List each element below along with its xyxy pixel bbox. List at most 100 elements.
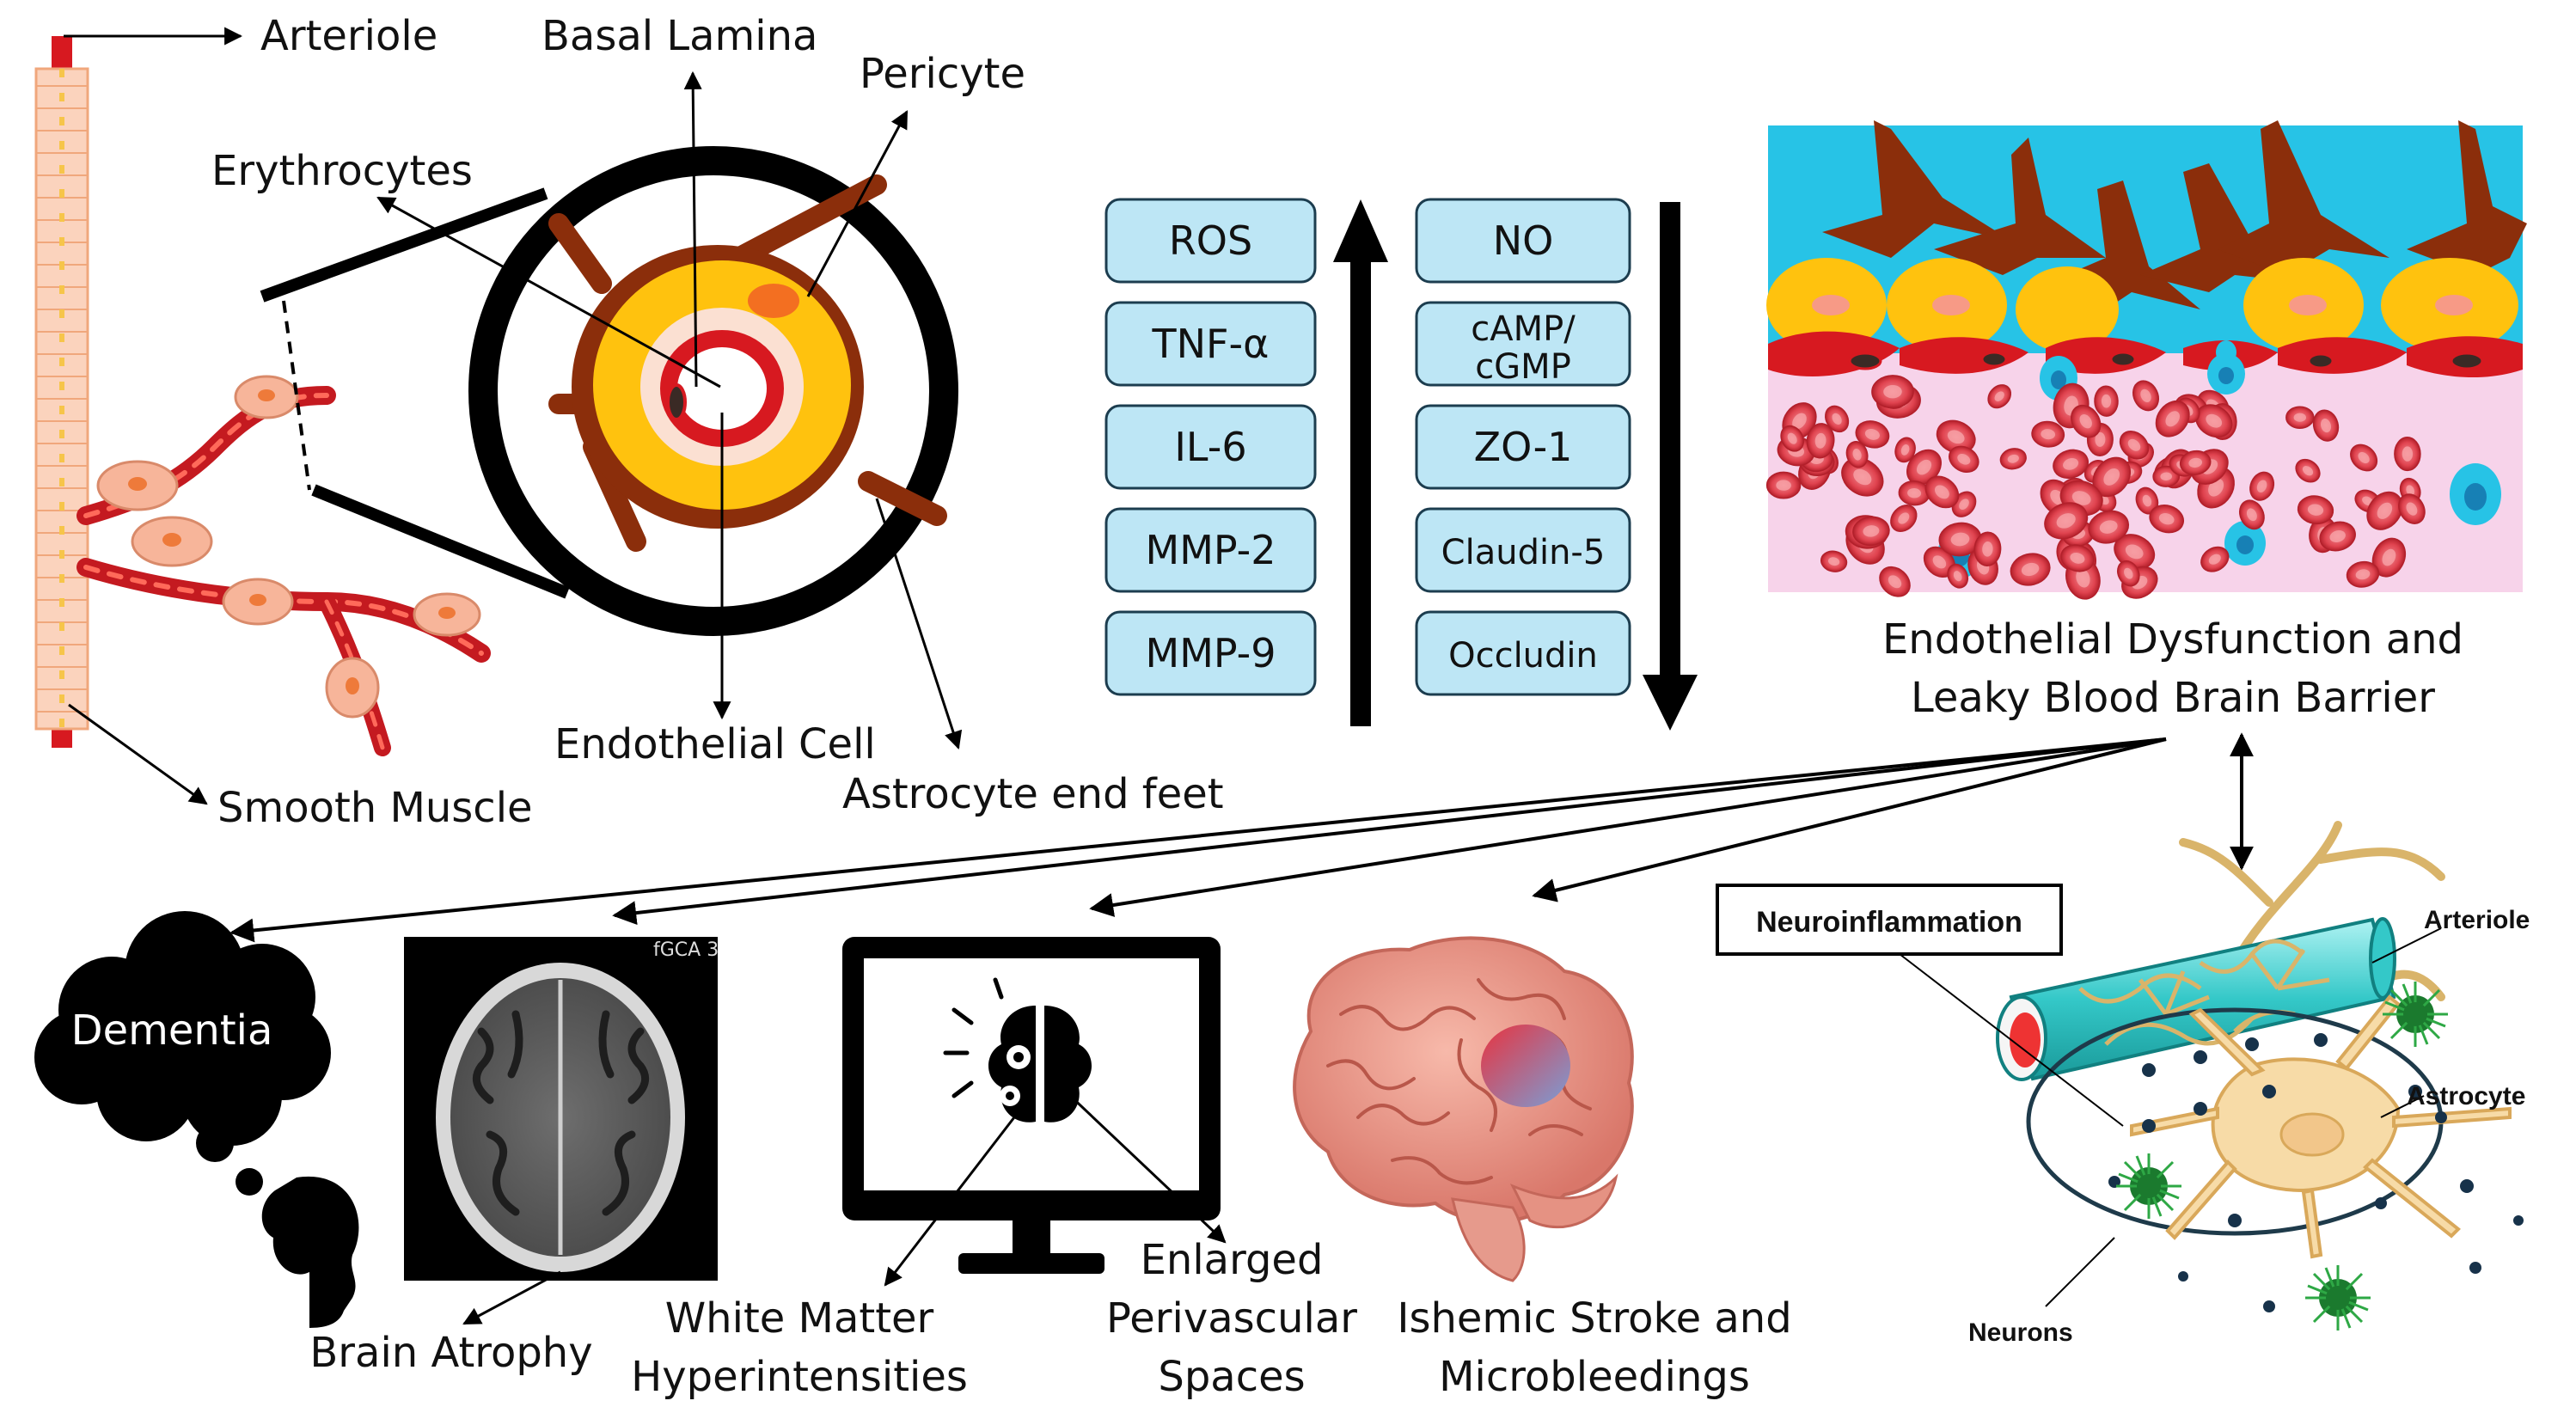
epvs-label-line2: Perivascular xyxy=(1106,1294,1357,1343)
increased-marker-label: IL-6 xyxy=(1174,424,1246,470)
bbb-caption-line2: Leaky Blood Brain Barrier xyxy=(1911,674,2435,722)
neuro-astrocyte-label: Astrocyte xyxy=(2407,1082,2525,1110)
decreased-marker-box: ZO-1 xyxy=(1415,404,1631,490)
erythrocyte xyxy=(2179,450,2212,475)
pericytes-on-capillaries xyxy=(96,375,481,719)
erythrocyte xyxy=(2366,491,2403,530)
erythrocyte xyxy=(2346,560,2380,588)
wmh-label-line1: White Matter xyxy=(665,1294,934,1343)
increased-marker-box: TNF-α xyxy=(1104,301,1317,387)
erythrocyte xyxy=(2119,431,2150,460)
label-endothelial-cell: Endothelial Cell xyxy=(554,720,876,768)
erythrocyte xyxy=(1879,566,1911,597)
leaky-bbb-illustration: Endothelial Dysfunction and Leaky Blood … xyxy=(1765,120,2527,722)
erythrocyte xyxy=(2371,537,2407,578)
decreased-marker-box: cAMP/cGMP xyxy=(1415,301,1631,387)
label-erythrocytes: Erythrocytes xyxy=(211,147,473,195)
decreased-marker-label: cAMP/ xyxy=(1471,309,1576,349)
ct-scan-image: fGCA 3 Brain Atrophy xyxy=(309,937,719,1377)
outcome-arrows xyxy=(229,732,2254,943)
stroke-brain-image: Ishemic Stroke and Microbleedings xyxy=(1293,936,1792,1401)
erythrocyte xyxy=(2116,560,2140,587)
erythrocyte xyxy=(1947,563,1969,589)
neuro-arteriole-tube xyxy=(1996,917,2396,1081)
erythrocyte xyxy=(1987,384,2012,409)
epvs-label-line1: Enlarged xyxy=(1141,1236,1324,1284)
erythrocyte xyxy=(1923,546,1955,578)
erythrocyte xyxy=(2200,546,2230,572)
increased-marker-box: MMP-9 xyxy=(1104,610,1317,696)
erythrocyte xyxy=(1894,437,1916,463)
erythrocyte xyxy=(2238,499,2265,530)
erythrocyte xyxy=(2249,471,2275,501)
arteriole-illustration: Arteriole Basal Lamina Pericyte Erythroc… xyxy=(34,12,1224,832)
decreased-marker-label: Occludin xyxy=(1448,636,1598,676)
erythrocyte xyxy=(2155,400,2190,437)
leaked-erythrocytes xyxy=(1765,375,2426,600)
neuroinflammation-illustration: Neuroinflammation Arteriole Astrocyte Ne… xyxy=(1716,821,2530,1347)
erythrocyte xyxy=(1951,491,1977,517)
decreased-marker-label: NO xyxy=(1493,217,1554,264)
increased-marker-label: ROS xyxy=(1169,217,1252,264)
monitor-icon: White Matter Hyperintensities Enlarged P… xyxy=(631,937,1357,1401)
decreased-marker-box: Claudin-5 xyxy=(1415,507,1631,593)
erythrocyte xyxy=(2295,458,2321,483)
erythrocyte xyxy=(1936,419,1976,454)
erythrocyte xyxy=(1841,457,1884,497)
decreased-marker-label: cGMP xyxy=(1475,347,1571,387)
increased-marker-label: MMP-2 xyxy=(1146,527,1276,573)
lesion-marker xyxy=(1481,1025,1570,1107)
label-arteriole: Arteriole xyxy=(260,12,437,60)
pericyte-cell xyxy=(748,284,799,318)
erythrocyte xyxy=(2088,510,2130,544)
label-basal-lamina: Basal Lamina xyxy=(542,12,817,60)
increased-marker-box: IL-6 xyxy=(1104,404,1317,490)
neuro-arteriole-label: Arteriole xyxy=(2424,906,2530,934)
stroke-label-line1: Ishemic Stroke and xyxy=(1397,1294,1791,1343)
inflammatory-particles xyxy=(2108,1033,2524,1312)
erythrocyte xyxy=(2071,404,2102,438)
neuroinflammation-title: Neuroinflammation xyxy=(1756,906,2022,939)
endothelial-nucleus xyxy=(666,383,687,421)
decreased-marker-label: Claudin-5 xyxy=(1441,533,1606,572)
wmh-label-line2: Hyperintensities xyxy=(631,1353,968,1401)
label-astrocyte-end-feet: Astrocyte end feet xyxy=(842,770,1224,818)
erythrocyte xyxy=(2319,521,2356,552)
erythrocyte xyxy=(1852,516,1890,547)
arteriole-tip-top xyxy=(52,36,72,69)
label-smooth-muscle: Smooth Muscle xyxy=(217,784,533,832)
erythrocyte xyxy=(2044,502,2089,540)
bbb-caption-line1: Endothelial Dysfunction and xyxy=(1882,615,2463,664)
decreased-marker-box: Occludin xyxy=(1415,610,1631,696)
erythrocyte xyxy=(1924,475,1960,509)
ct-tag: fGCA 3 xyxy=(653,939,719,961)
microglia-cells xyxy=(2116,982,2448,1331)
brain-atrophy-label: Brain Atrophy xyxy=(309,1329,592,1377)
erythrocyte xyxy=(2149,505,2185,534)
brain-gears-icon xyxy=(943,977,1092,1123)
capillary-branches xyxy=(76,386,491,756)
increased-marker-box: ROS xyxy=(1104,198,1317,284)
increased-marker-label: TNF-α xyxy=(1152,321,1270,367)
erythrocyte xyxy=(1780,425,1805,452)
decrease-arrow xyxy=(1643,202,1698,731)
erythrocyte xyxy=(2031,420,2065,448)
increased-marker-label: MMP-9 xyxy=(1146,630,1276,676)
epvs-label-line3: Spaces xyxy=(1158,1353,1305,1401)
increase-arrow xyxy=(1333,199,1388,726)
erythrocyte xyxy=(2053,449,2090,480)
erythrocyte xyxy=(1898,480,1930,506)
bbb-astrocytes xyxy=(1822,120,2527,309)
erythrocyte xyxy=(1906,449,1942,486)
erythrocyte xyxy=(2094,385,2119,417)
erythrocyte xyxy=(1855,420,1890,449)
erythrocyte xyxy=(2394,437,2421,472)
erythrocyte xyxy=(2132,380,2160,412)
erythrocyte xyxy=(2350,444,2378,472)
erythrocyte xyxy=(1949,445,1979,473)
erythrocyte xyxy=(2060,544,2095,572)
